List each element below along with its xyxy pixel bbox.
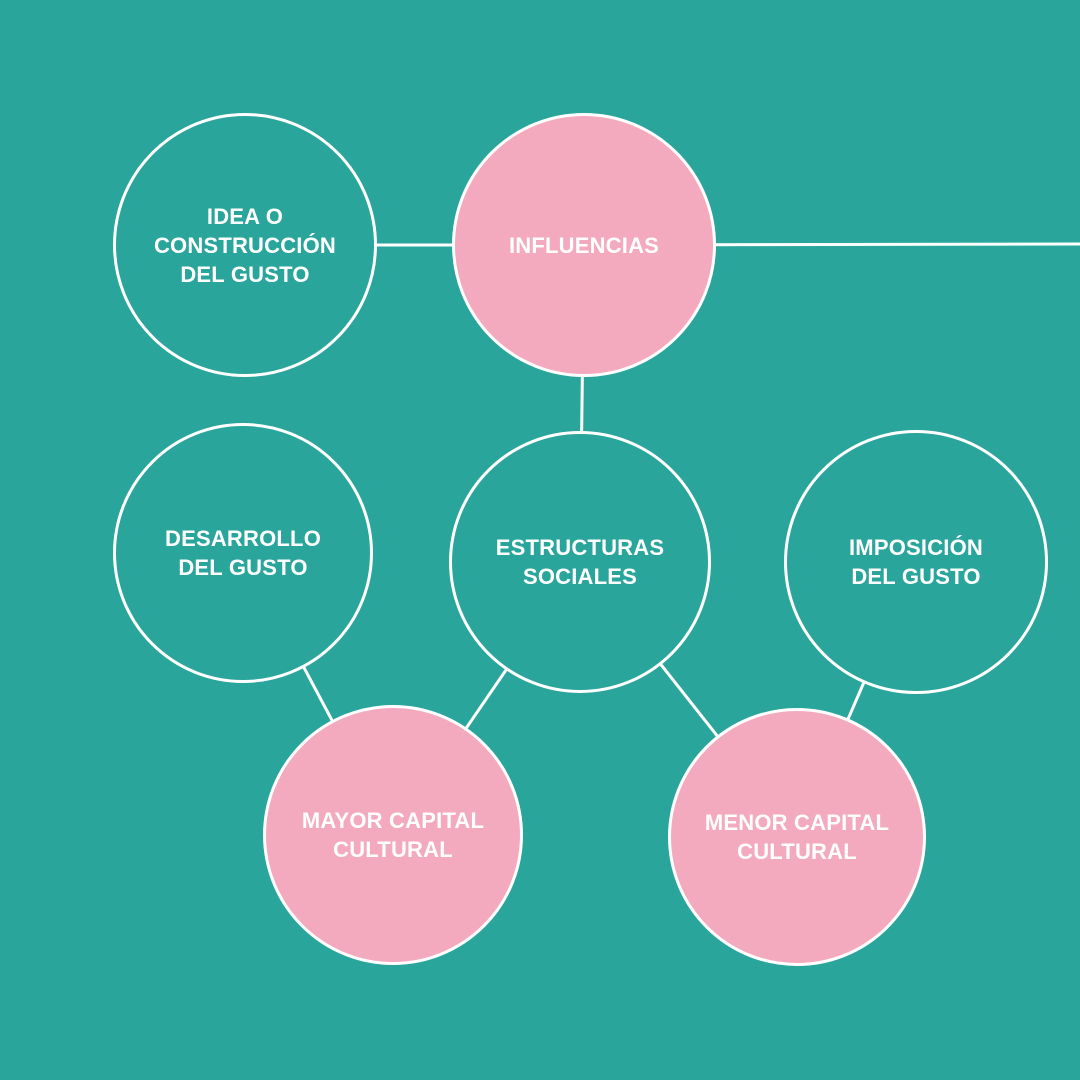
node-estructuras-sociales: ESTRUCTURAS SOCIALES xyxy=(449,431,711,693)
node-imposicion-del-gusto: IMPOSICIÓN DEL GUSTO xyxy=(784,430,1048,694)
node-menor-capital-cultural: MENOR CAPITAL CULTURAL xyxy=(668,708,926,966)
node-influencias: INFLUENCIAS xyxy=(452,113,716,377)
node-mayor-capital-cultural: MAYOR CAPITAL CULTURAL xyxy=(263,705,523,965)
node-label: DESARROLLO DEL GUSTO xyxy=(165,526,321,580)
node-label: MENOR CAPITAL CULTURAL xyxy=(704,810,890,864)
node-label: INFLUENCIAS xyxy=(508,232,660,258)
node-label: MAYOR CAPITAL CULTURAL xyxy=(301,808,485,862)
node-label: ESTRUCTURAS SOCIALES xyxy=(495,535,665,589)
node-label: IDEA O CONSTRUCCIÓN DEL GUSTO xyxy=(153,203,337,287)
node-label: IMPOSICIÓN DEL GUSTO xyxy=(848,535,983,589)
node-desarrollo-del-gusto: DESARROLLO DEL GUSTO xyxy=(113,423,373,683)
node-idea-o-construccion-del-gusto: IDEA O CONSTRUCCIÓN DEL GUSTO xyxy=(113,113,377,377)
